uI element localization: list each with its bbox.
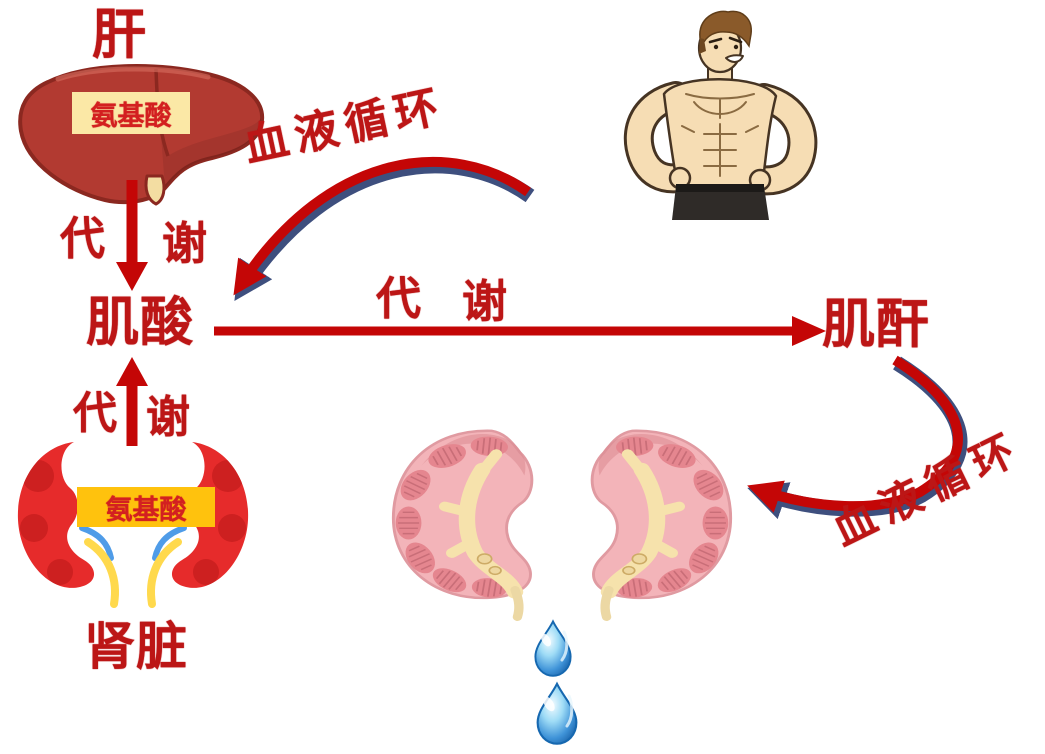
metabolism-label-kidney-right: 谢 xyxy=(146,392,191,443)
arrow-kidneys-to-creatine xyxy=(116,357,148,446)
creatinine-label: 肌酐 xyxy=(822,294,930,355)
amino-acid-tag-kidney: 氨基酸 xyxy=(77,487,215,527)
arrow-liver-to-creatine xyxy=(116,180,148,291)
creatine-label: 肌酸 xyxy=(86,292,194,353)
anatomical-kidneys-illustration xyxy=(382,422,744,620)
muscle-man-illustration xyxy=(623,10,818,220)
water-drop-1 xyxy=(534,620,572,677)
arrow-creatinine-to-kidneys xyxy=(747,355,968,520)
metabolism-label-liver-left: 代 xyxy=(60,212,107,265)
metabolism-label-horizontal-left: 代 xyxy=(376,272,423,325)
arrow-creatine-to-creatinine xyxy=(214,316,826,346)
metabolism-label-horizontal-right: 谢 xyxy=(462,275,509,328)
gallbladder xyxy=(144,174,166,206)
arrow-muscle-to-creatine xyxy=(233,156,535,301)
liver-title: 肝 xyxy=(92,3,147,66)
hair xyxy=(699,10,752,49)
water-drop-2 xyxy=(536,682,578,745)
metabolism-label-liver-right: 谢 xyxy=(162,217,209,270)
amino-acid-tag-liver: 氨基酸 xyxy=(72,92,190,134)
water-drops-illustration xyxy=(534,620,578,745)
cartoon-kidneys-illustration xyxy=(17,442,249,608)
metabolism-label-kidney-left: 代 xyxy=(73,388,118,439)
kidney-title: 肾脏 xyxy=(84,618,189,677)
